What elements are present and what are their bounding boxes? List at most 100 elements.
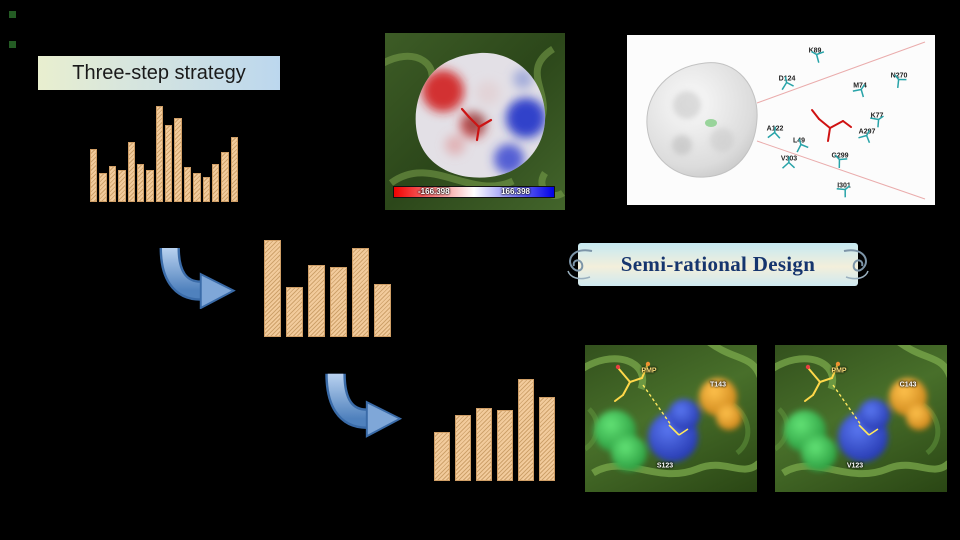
bar bbox=[497, 409, 513, 481]
bar bbox=[108, 165, 117, 202]
residue-a122: A122 bbox=[767, 126, 783, 139]
residue-surface-blobs bbox=[784, 378, 932, 471]
bar bbox=[118, 170, 126, 202]
distance-dash-line bbox=[832, 384, 862, 426]
bar bbox=[455, 414, 471, 481]
residue-m74: M74 bbox=[852, 82, 867, 98]
residue-i301: I301 bbox=[836, 182, 851, 198]
residue-label: G299 bbox=[831, 152, 849, 160]
bar bbox=[221, 152, 229, 202]
strategy-title: Three-step strategy bbox=[72, 61, 246, 84]
screening-chart-stage-3 bbox=[434, 379, 555, 481]
residue-v303: V303 bbox=[781, 156, 797, 169]
strategy-title-box: Three-step strategy bbox=[38, 56, 280, 90]
electrostatic-surface-image bbox=[385, 33, 565, 210]
residue-label: K89 bbox=[808, 47, 822, 55]
cofactor-sticks bbox=[614, 365, 648, 402]
flow-arrow-1 bbox=[159, 247, 236, 309]
flourish-right-icon bbox=[843, 249, 869, 280]
residue-a297: A297 bbox=[858, 128, 876, 144]
residue-stick-icon bbox=[781, 76, 794, 91]
surface-shading bbox=[672, 91, 734, 155]
bar bbox=[374, 283, 391, 337]
mutant-label-v123: V123 bbox=[846, 462, 864, 470]
colorbar-min-label: -166.398 bbox=[418, 187, 450, 196]
bar bbox=[165, 125, 173, 202]
protein-surface-overview bbox=[646, 41, 926, 200]
residue-stick-icon bbox=[858, 129, 871, 144]
residue-label: M74 bbox=[853, 82, 867, 90]
zoom-callout-lines bbox=[756, 41, 926, 200]
bar bbox=[202, 177, 210, 202]
mutant-label-pmp: PMP bbox=[641, 367, 657, 375]
cofactor-sticks bbox=[804, 365, 838, 402]
bar bbox=[264, 240, 281, 337]
residue-d124: D124 bbox=[778, 75, 796, 91]
residue-l49: L49 bbox=[792, 137, 809, 153]
residue-stick-icon bbox=[796, 138, 809, 153]
residue-label: D124 bbox=[778, 75, 796, 83]
bar bbox=[90, 149, 98, 202]
bar bbox=[136, 163, 145, 202]
residue-k77: K77 bbox=[870, 112, 884, 128]
bar bbox=[330, 267, 347, 337]
bar bbox=[518, 379, 534, 481]
bar bbox=[211, 163, 220, 202]
residue-n270: N270 bbox=[890, 72, 908, 89]
electrostatic-surface-panel: -166.398 166.398 bbox=[385, 33, 565, 210]
mutant-label-s123: S123 bbox=[656, 462, 674, 470]
electrostatic-colorbar: -166.398 166.398 bbox=[393, 186, 555, 198]
residue-label: I301 bbox=[837, 182, 851, 190]
residue-stick-icon bbox=[811, 50, 825, 63]
bar bbox=[352, 247, 369, 337]
ligand-sticks bbox=[460, 107, 493, 142]
bar bbox=[476, 407, 492, 481]
bar bbox=[193, 173, 201, 202]
residue-stick-icon bbox=[834, 154, 848, 168]
bar bbox=[127, 142, 135, 202]
design-title-box: Semi-rational Design bbox=[567, 243, 869, 286]
residue-stick-icon bbox=[836, 185, 851, 198]
bar bbox=[174, 117, 182, 202]
distance-dash-line bbox=[642, 384, 672, 426]
screening-chart-stage-1 bbox=[90, 106, 238, 202]
flourish-left-icon bbox=[567, 249, 593, 280]
design-title: Semi-rational Design bbox=[620, 252, 816, 276]
residue-label: A297 bbox=[858, 128, 876, 136]
mutant-label-pmp: PMP bbox=[831, 367, 847, 375]
residue-stick-icon bbox=[852, 84, 866, 98]
mutant-structure-image-2 bbox=[775, 345, 947, 478]
bar bbox=[308, 265, 325, 337]
bar bbox=[230, 136, 238, 202]
bar bbox=[539, 397, 555, 481]
residue-stick-icon bbox=[894, 74, 907, 89]
bar bbox=[155, 106, 163, 202]
residue-surface-blobs bbox=[594, 378, 742, 471]
bar bbox=[146, 170, 154, 202]
residue-label: N270 bbox=[890, 72, 908, 80]
residue-g299: G299 bbox=[831, 152, 849, 168]
electrostatic-patches bbox=[422, 69, 546, 174]
colorbar-max-label: 166.398 bbox=[501, 187, 530, 196]
ligand-sticks-zoom bbox=[811, 109, 852, 142]
residue-stick-icon bbox=[767, 126, 781, 139]
residue-label: K77 bbox=[870, 112, 884, 120]
bar bbox=[99, 173, 107, 202]
bar bbox=[183, 167, 192, 202]
green-marker-2 bbox=[9, 41, 16, 48]
green-marker-1 bbox=[9, 11, 16, 18]
pocket-highlight bbox=[705, 119, 717, 127]
bar bbox=[434, 432, 450, 481]
mutant-structure-image-1 bbox=[585, 345, 757, 478]
bar bbox=[286, 286, 303, 337]
residue-label: L49 bbox=[792, 137, 806, 145]
residue-stick-icon bbox=[782, 156, 796, 169]
residue-k89: K89 bbox=[808, 47, 825, 63]
mutant-label-c143: C143 bbox=[899, 381, 917, 389]
screening-chart-stage-2 bbox=[264, 240, 391, 337]
